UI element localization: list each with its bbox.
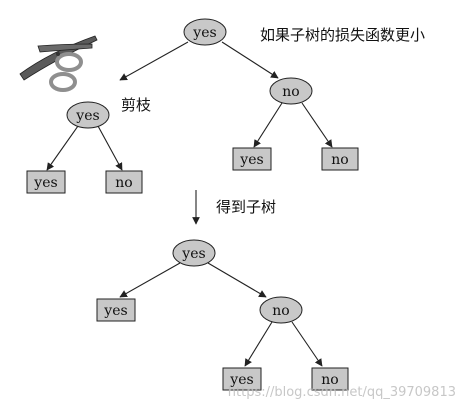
edge-root-left	[119, 41, 189, 81]
pruned-root-label: yes	[181, 246, 205, 262]
original-left-node: yes	[66, 101, 110, 129]
result-annotation: 得到子树	[216, 198, 276, 216]
edge-left-rightleaf	[97, 125, 123, 171]
original-root-label: yes	[192, 25, 216, 41]
original-leaf-4-label: no	[331, 152, 348, 168]
edge-pruned-root-left	[119, 262, 181, 298]
original-leaf-2: no	[105, 170, 143, 194]
original-tree-edges	[46, 41, 333, 171]
original-leaf-3-label: yes	[239, 152, 263, 168]
original-left-label: yes	[75, 108, 99, 124]
original-right-node: no	[269, 77, 313, 105]
pruned-root-node: yes	[172, 239, 216, 267]
original-leaf-2-label: no	[115, 175, 132, 191]
pruned-leaf-4: no	[311, 367, 349, 391]
edge-pruned-right-rightleaf	[291, 321, 323, 367]
edge-right-leftleaf	[253, 102, 283, 148]
edge-right-rightleaf	[301, 102, 333, 148]
pruned-leaf-3-label: yes	[229, 372, 253, 388]
pruned-right-node: no	[259, 296, 303, 324]
edge-root-right	[221, 41, 279, 79]
original-leaf-4: no	[321, 147, 359, 171]
original-leaf-3: yes	[232, 147, 272, 171]
pruned-leaf-4-label: no	[321, 372, 338, 388]
original-leaf-1: yes	[26, 170, 66, 194]
original-root-node: yes	[183, 18, 227, 46]
pruned-right-label: no	[272, 303, 289, 319]
original-right-label: no	[282, 84, 299, 100]
condition-annotation: 如果子树的损失函数更小	[260, 26, 425, 44]
pruned-tree-edges	[119, 262, 323, 367]
edge-left-leftleaf	[46, 125, 79, 171]
pruned-leaf-yes: yes	[96, 298, 136, 322]
prune-annotation: 剪枝	[121, 96, 151, 114]
pruned-leaf-3: yes	[222, 367, 262, 391]
edge-pruned-root-right	[207, 262, 267, 298]
edge-pruned-right-leftleaf	[244, 321, 273, 367]
pruned-leaf-yes-label: yes	[103, 303, 127, 319]
scissors-icon	[19, 35, 98, 92]
original-leaf-1-label: yes	[33, 175, 57, 191]
watermark-text: https://blog.csdn.net/qq_39709813	[228, 385, 456, 400]
